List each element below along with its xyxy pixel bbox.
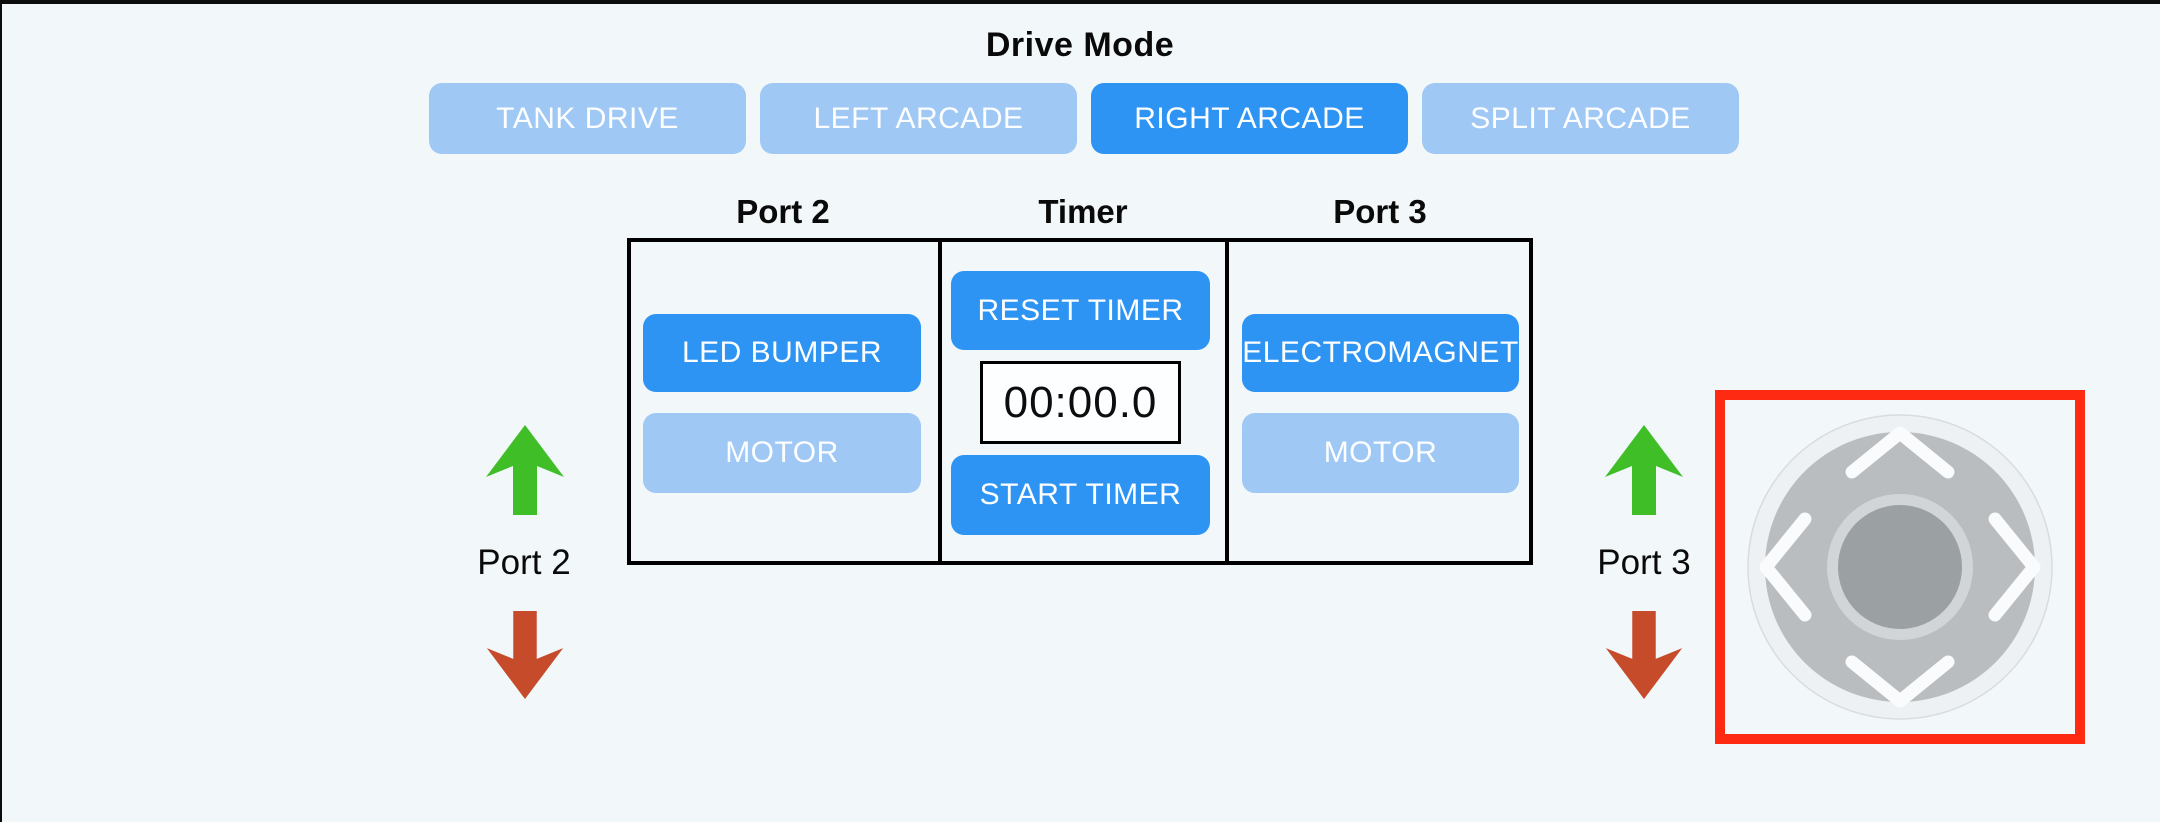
start-timer-button[interactable]: START TIMER bbox=[951, 455, 1210, 535]
joystick-right-chevron-icon bbox=[1988, 512, 2041, 622]
table-column-divider bbox=[1225, 242, 1229, 561]
left-arcade-button[interactable]: LEFT ARCADE bbox=[760, 83, 1077, 154]
ports-panel-table bbox=[627, 238, 1533, 565]
port2-motor-button[interactable]: MOTOR bbox=[643, 413, 921, 493]
port2-up-arrow-icon[interactable] bbox=[485, 424, 565, 516]
port3-down-arrow-icon[interactable] bbox=[1604, 610, 1684, 700]
port2-column-header: Port 2 bbox=[736, 193, 830, 230]
port2-control-label: Port 2 bbox=[477, 543, 571, 582]
joystick-selection-highlight bbox=[1715, 390, 2085, 744]
tank-drive-button[interactable]: TANK DRIVE bbox=[429, 83, 746, 154]
led-bumper-button[interactable]: LED BUMPER bbox=[643, 314, 921, 392]
electromagnet-button[interactable]: ELECTROMAGNET bbox=[1242, 314, 1519, 392]
port3-control-label: Port 3 bbox=[1597, 543, 1691, 582]
reset-timer-button[interactable]: RESET TIMER bbox=[951, 271, 1210, 350]
table-column-divider bbox=[938, 242, 942, 561]
drive-mode-button-row: TANK DRIVE LEFT ARCADE RIGHT ARCADE SPLI… bbox=[429, 83, 1739, 154]
window-left-edge bbox=[0, 0, 2, 822]
split-arcade-button[interactable]: SPLIT ARCADE bbox=[1422, 83, 1739, 154]
joystick-down-chevron-icon bbox=[1845, 655, 1955, 708]
drive-mode-title: Drive Mode bbox=[985, 26, 1175, 64]
port3-motor-button[interactable]: MOTOR bbox=[1242, 413, 1519, 493]
joystick-left-chevron-icon bbox=[1759, 512, 1812, 622]
dpad-joystick-icon[interactable] bbox=[1725, 400, 2075, 734]
timer-column-header: Timer bbox=[1038, 193, 1128, 230]
window-top-edge bbox=[0, 0, 2160, 4]
port3-up-arrow-icon[interactable] bbox=[1604, 424, 1684, 516]
port2-down-arrow-icon[interactable] bbox=[485, 610, 565, 700]
timer-display: 00:00.0 bbox=[980, 361, 1181, 444]
right-arcade-button[interactable]: RIGHT ARCADE bbox=[1091, 83, 1408, 154]
joystick-up-chevron-icon bbox=[1845, 426, 1955, 479]
port3-column-header: Port 3 bbox=[1333, 193, 1427, 230]
